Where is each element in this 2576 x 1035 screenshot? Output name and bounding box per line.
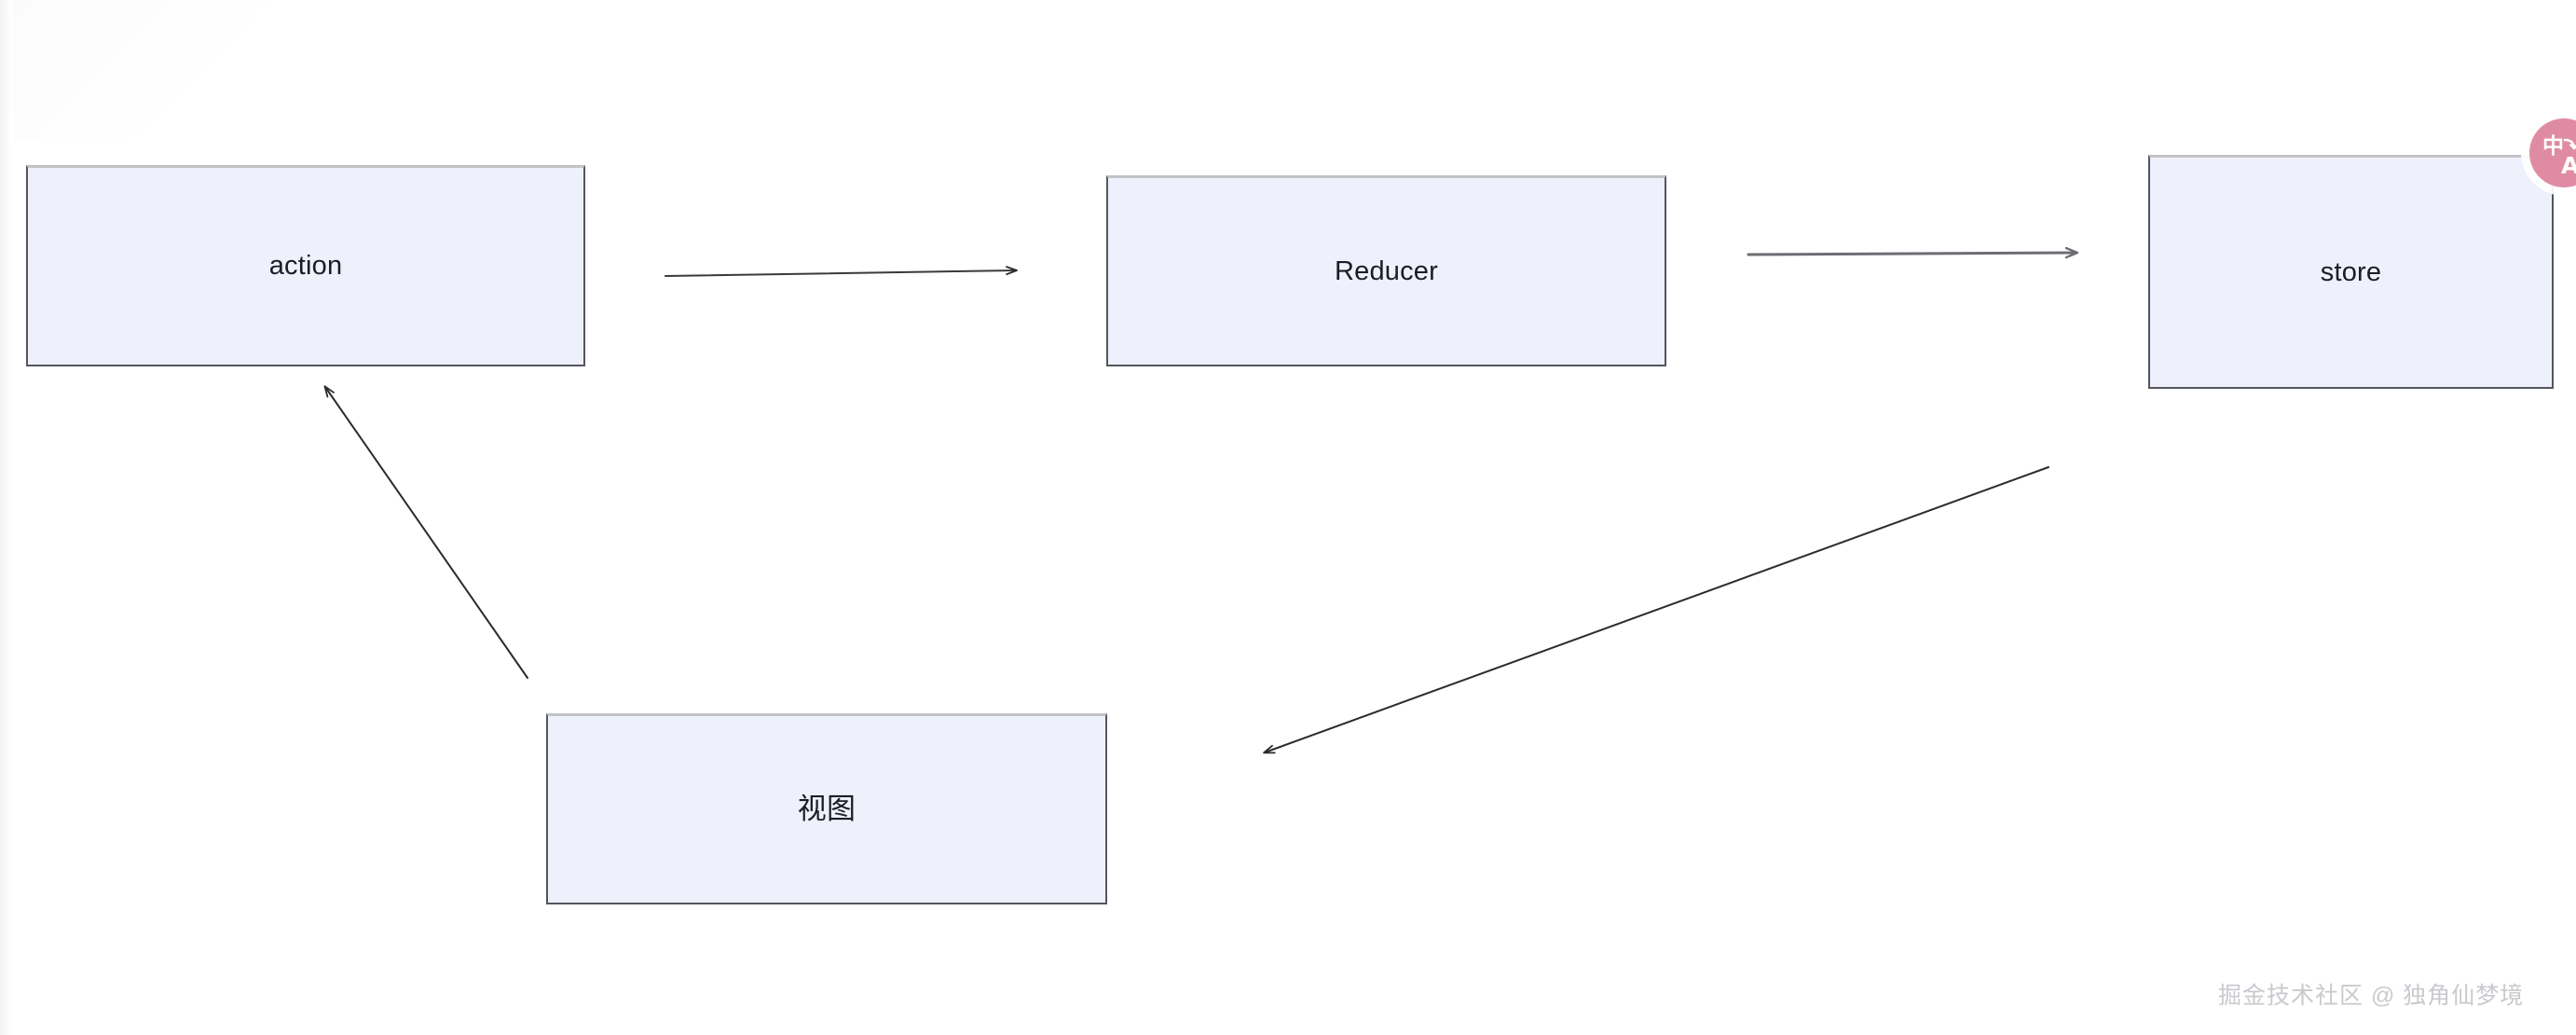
canvas-corner-shading <box>0 0 280 140</box>
arrow-store-to-view <box>1263 466 2049 754</box>
arrow-view-to-action <box>323 385 528 679</box>
translate-source-glyph: 中 <box>2542 134 2564 159</box>
node-view-label: 视图 <box>797 793 856 826</box>
node-view[interactable]: 视图 <box>546 713 1107 904</box>
canvas-left-edge-shading <box>0 0 13 1035</box>
node-action-label: action <box>268 251 343 282</box>
watermark-text: 掘金技术社区 @ 独角仙梦境 <box>2218 983 2525 1009</box>
arrow-action-to-reducer <box>665 266 1018 277</box>
node-reducer-label: Reducer <box>1334 255 1438 286</box>
node-store-label: store <box>2320 256 2382 287</box>
node-reducer[interactable]: Reducer <box>1106 175 1666 366</box>
arrow-reducer-to-store <box>1747 253 2076 255</box>
node-store[interactable]: store <box>2148 155 2554 389</box>
translate-target-glyph: A <box>2561 152 2576 177</box>
translate-icon: 中 A <box>2542 134 2576 177</box>
node-action[interactable]: action <box>26 165 585 366</box>
